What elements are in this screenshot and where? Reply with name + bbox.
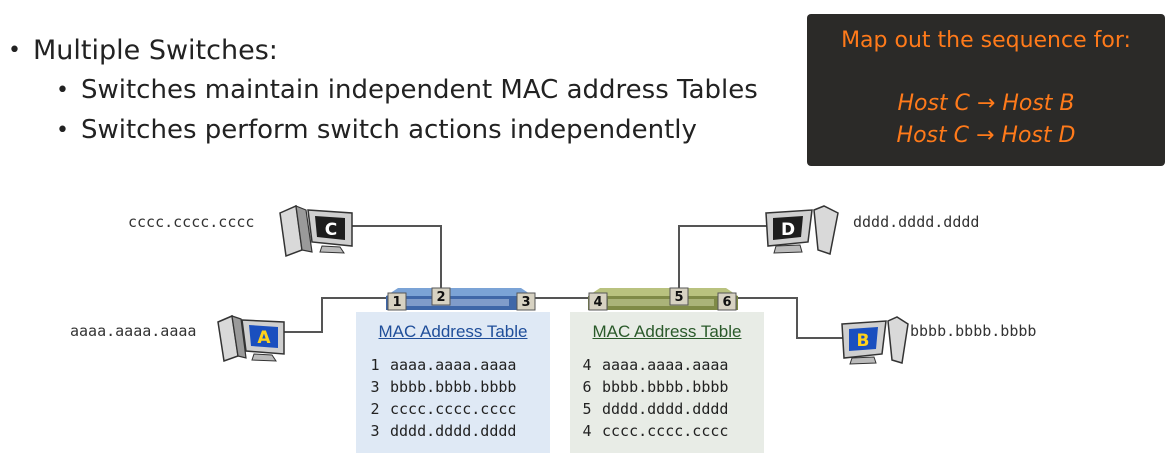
- port-4-badge: [588, 292, 608, 311]
- mac-table-title: MAC Address Table: [592, 322, 742, 341]
- host-a-mac: aaaa.aaaa.aaaa: [70, 322, 196, 340]
- host-d: D: [765, 205, 839, 255]
- bullet-main: • Multiple Switches:: [8, 30, 758, 70]
- cable-c-port2: [352, 225, 442, 292]
- switch-2: 4 5 6: [588, 287, 738, 311]
- mac-table-title: MAC Address Table: [378, 322, 528, 341]
- host-b: B: [841, 316, 909, 365]
- port-6-label: 6: [722, 295, 731, 310]
- cable-d-port5: [678, 225, 770, 292]
- row-mac: dddd.dddd.dddd: [602, 400, 729, 418]
- host-b-mac: bbbb.bbbb.bbbb: [910, 322, 1036, 340]
- table-row: 3 bbbb.bbbb.bbbb: [360, 378, 516, 396]
- table-row: 4 aaaa.aaaa.aaaa: [572, 356, 728, 374]
- row-mac: bbbb.bbbb.bbbb: [390, 378, 517, 396]
- row-port: 5: [582, 400, 592, 418]
- row-port: 3: [370, 422, 380, 440]
- table-row: 4 cccc.cccc.cccc: [572, 422, 728, 440]
- cables: [262, 225, 846, 339]
- table-row: 5 dddd.dddd.dddd: [572, 400, 728, 418]
- port-3-badge: [516, 292, 536, 311]
- cable-a-port1: [262, 297, 392, 333]
- host-badge: [849, 327, 878, 351]
- row-mac: cccc.cccc.cccc: [390, 400, 517, 418]
- host-b-label: B: [857, 331, 870, 351]
- switch-1: 1 2 3: [386, 287, 536, 311]
- row-port: 6: [582, 378, 592, 396]
- host-a: A: [217, 314, 285, 363]
- port-3-label: 3: [521, 295, 530, 310]
- bullet-list: • Multiple Switches: • Switches maintain…: [8, 30, 758, 150]
- table-row: 1 aaaa.aaaa.aaaa: [360, 356, 516, 374]
- host-c-label: C: [325, 220, 337, 240]
- computer-tower-icon: [887, 316, 909, 364]
- port-4-label: 4: [593, 295, 602, 310]
- table-row: 2 cccc.cccc.cccc: [360, 400, 516, 418]
- row-port: 4: [582, 356, 592, 374]
- row-mac: cccc.cccc.cccc: [602, 422, 729, 440]
- port-1-badge: [387, 292, 407, 311]
- host-a-label: A: [257, 328, 271, 348]
- cable-port6-b: [732, 297, 846, 339]
- row-port: 2: [370, 400, 380, 418]
- host-badge: [315, 216, 345, 240]
- bullet-dot-icon: •: [56, 77, 69, 103]
- row-mac: aaaa.aaaa.aaaa: [390, 356, 517, 374]
- port-2-badge: [431, 287, 451, 306]
- bullet-dot-icon: •: [56, 117, 69, 143]
- host-badge: [773, 216, 803, 240]
- bullet-sub-2-text: Switches perform switch actions independ…: [80, 115, 697, 145]
- host-c: C: [279, 204, 353, 258]
- port-5-badge: [669, 287, 689, 306]
- row-port: 1: [370, 356, 380, 374]
- bullet-sub-2: • Switches perform switch actions indepe…: [56, 110, 758, 150]
- mac-table-switch1: MAC Address Table 1 aaaa.aaaa.aaaa 3 bbbb.…: [356, 312, 550, 453]
- host-d-mac: dddd.dddd.dddd: [853, 213, 979, 231]
- mac-table-switch2: MAC Address Table 4 aaaa.aaaa.aaaa 6 bbbb.…: [570, 312, 764, 453]
- port-1-label: 1: [392, 295, 401, 310]
- row-port: 3: [370, 378, 380, 396]
- port-2-label: 2: [436, 290, 445, 305]
- table-row: 6 bbbb.bbbb.bbbb: [572, 378, 728, 396]
- host-d-label: D: [781, 220, 795, 240]
- row-mac: aaaa.aaaa.aaaa: [602, 356, 729, 374]
- row-port: 4: [582, 422, 592, 440]
- bullet-main-text: Multiple Switches:: [32, 34, 278, 66]
- host-c-mac: cccc.cccc.cccc: [128, 213, 254, 231]
- bullet-sub-1: • Switches maintain independent MAC addr…: [56, 70, 758, 110]
- table-row: 3 dddd.dddd.dddd: [360, 422, 516, 440]
- computer-tower-icon: [813, 205, 839, 255]
- callout-sequence-2: Host C → Host D: [896, 123, 1076, 148]
- port-6-badge: [717, 292, 737, 311]
- host-badge: [249, 325, 278, 348]
- port-5-label: 5: [674, 290, 683, 305]
- callout-heading: Map out the sequence for:: [841, 28, 1131, 53]
- bullet-sub-1-text: Switches maintain independent MAC addres…: [80, 75, 758, 105]
- row-mac: dddd.dddd.dddd: [390, 422, 517, 440]
- bullet-dot-icon: •: [8, 37, 21, 63]
- row-mac: bbbb.bbbb.bbbb: [602, 378, 729, 396]
- callout-sequence-1: Host C → Host B: [897, 91, 1075, 116]
- callout-box: Map out the sequence for: Host C → Host …: [807, 14, 1165, 166]
